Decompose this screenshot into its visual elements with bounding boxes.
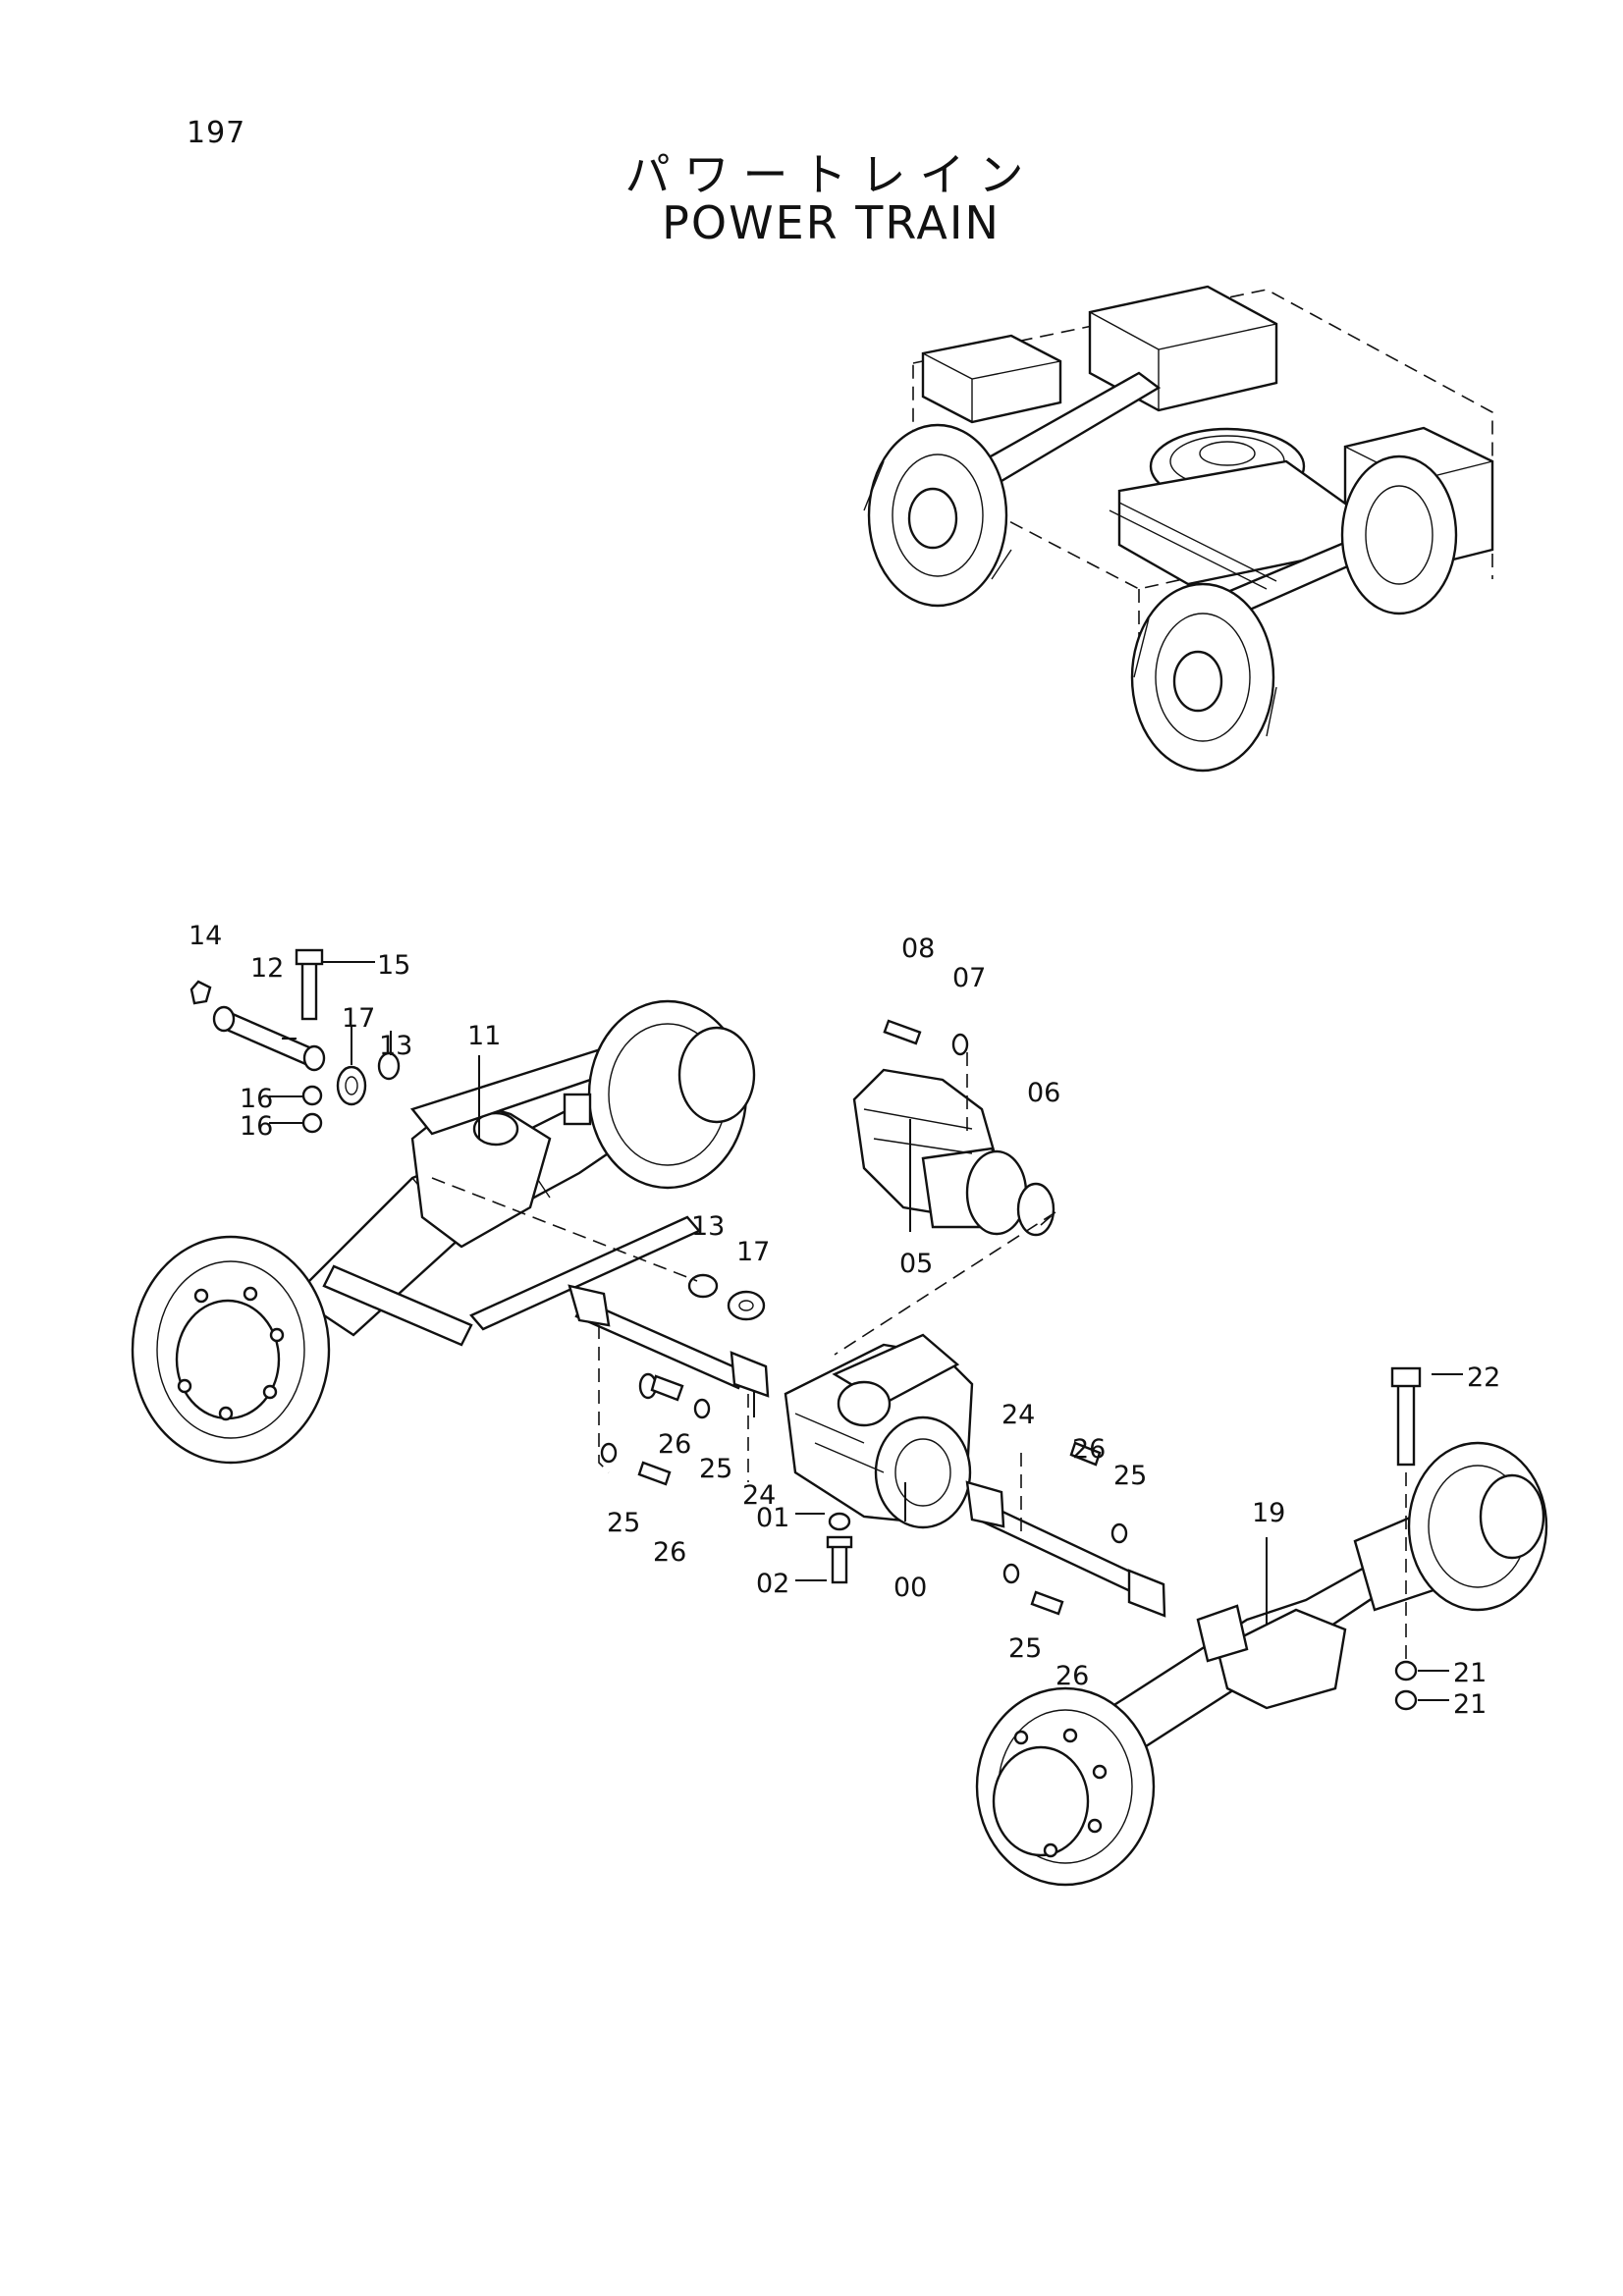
callout-24a: 24 [742,1480,776,1511]
callout-11: 11 [467,1021,501,1051]
callout-25c: 25 [1113,1461,1147,1491]
callout-12: 12 [250,953,284,984]
page-number: 197 [187,116,246,150]
callout-05: 05 [899,1249,933,1279]
title-japanese: パワートレイン [624,148,1038,201]
callout-16a: 16 [240,1084,273,1114]
title-english: POWER TRAIN [662,196,1001,249]
pin-and-fastener-parts-illustration [189,948,766,1321]
callout-13b: 13 [691,1211,725,1242]
callout-17a: 17 [342,1003,375,1034]
callout-21b: 21 [1453,1689,1487,1720]
callout-00: 00 [893,1573,927,1603]
callout-26d: 26 [1055,1661,1089,1691]
callout-08: 08 [901,934,935,964]
callout-15: 15 [377,950,410,981]
callout-16b: 16 [240,1111,273,1142]
undercarriage-overview-illustration [863,285,1494,773]
callout-14: 14 [189,921,222,951]
callout-19: 19 [1252,1498,1285,1528]
callout-25d: 25 [1008,1633,1042,1664]
callout-07: 07 [952,963,986,993]
leader-lines [269,961,1463,1701]
callout-06: 06 [1027,1078,1060,1108]
callout-01: 01 [756,1503,789,1533]
callout-labels: 14 12 15 17 13 11 16 16 13 17 08 07 06 0… [189,921,1500,1720]
callout-26b: 26 [653,1537,686,1568]
callout-17b: 17 [736,1237,770,1267]
transmission-illustration [784,1333,974,1584]
callout-25b: 25 [607,1508,640,1538]
callout-26a: 26 [658,1429,691,1460]
front-propeller-shaft-illustration [568,1284,770,1486]
travel-motor-illustration [852,1019,1055,1237]
callout-02: 02 [756,1569,789,1599]
callout-22: 22 [1467,1362,1500,1393]
rear-axle-assembly-illustration [975,1366,1548,1887]
callout-13a: 13 [379,1031,412,1061]
callout-24b: 24 [1001,1400,1035,1430]
callout-26c: 26 [1072,1434,1106,1465]
rear-propeller-shaft-illustration [965,1441,1166,1618]
callout-21a: 21 [1453,1658,1487,1688]
callout-25a: 25 [699,1454,732,1484]
